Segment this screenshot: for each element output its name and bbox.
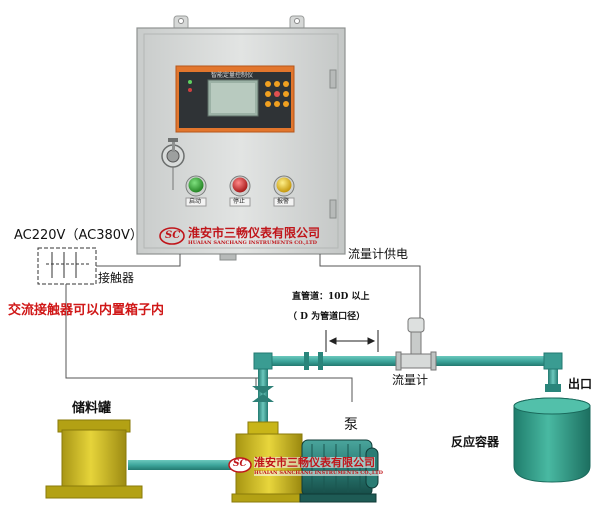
alarm-button-icon <box>273 175 295 207</box>
key-lock-icon <box>161 138 185 190</box>
storage-tank-label: 储料罐 <box>72 401 112 416</box>
storage-tank-icon <box>45 419 143 499</box>
alarm-button-label: 报警 <box>277 198 290 205</box>
pump-brand-cn: 淮安市三畅仪表有限公司 <box>254 456 375 469</box>
reactor-label: 反应容器 <box>451 435 500 449</box>
cabinet-brand-cn: 淮安市三畅仪表有限公司 <box>188 226 321 240</box>
stop-button-label: 停止 <box>233 198 246 205</box>
contactor-label: 接触器 <box>98 271 135 285</box>
panel-title: 智能定量控制仪 <box>211 72 254 79</box>
pump-brand-logo <box>228 457 252 473</box>
reactor-vessel-icon <box>513 397 591 483</box>
pump-brand-en: HUAIAN SANCHANG INSTRUMENTS CO.,LTD <box>254 470 383 476</box>
pump-logo-text: SC <box>233 459 247 469</box>
cabinet-brand-logo <box>159 227 185 245</box>
cabinet-mount-lugs <box>173 15 305 31</box>
stop-button-icon <box>229 175 251 207</box>
start-button-label: 启动 <box>189 198 202 205</box>
straight-pipe-dimension <box>325 330 379 352</box>
pipe-diameter-note: （ D 为管道口径） <box>288 312 366 322</box>
flowmeter-label: 流量计 <box>392 373 429 387</box>
controller-panel <box>175 65 295 133</box>
flowmeter-icon <box>395 317 437 371</box>
start-button-icon <box>185 175 207 207</box>
contactor-symbol <box>37 247 97 285</box>
outlet-label: 出口 <box>568 377 593 391</box>
wiring <box>65 254 421 402</box>
flowmeter-power-label: 流量计供电 <box>348 247 409 261</box>
contactor-note: 交流接触器可以内置箱子内 <box>8 303 165 318</box>
power-supply-label: AC220V（AC380V） <box>14 228 143 243</box>
cabinet-logo-text: SC <box>165 230 181 241</box>
pump-label: 泵 <box>344 417 358 433</box>
straight-pipe-label: 直管道：10D 以上 <box>292 292 370 302</box>
cabinet-brand-en: HUAIAN SANCHANG INSTRUMENTS CO.,LTD <box>188 240 317 246</box>
